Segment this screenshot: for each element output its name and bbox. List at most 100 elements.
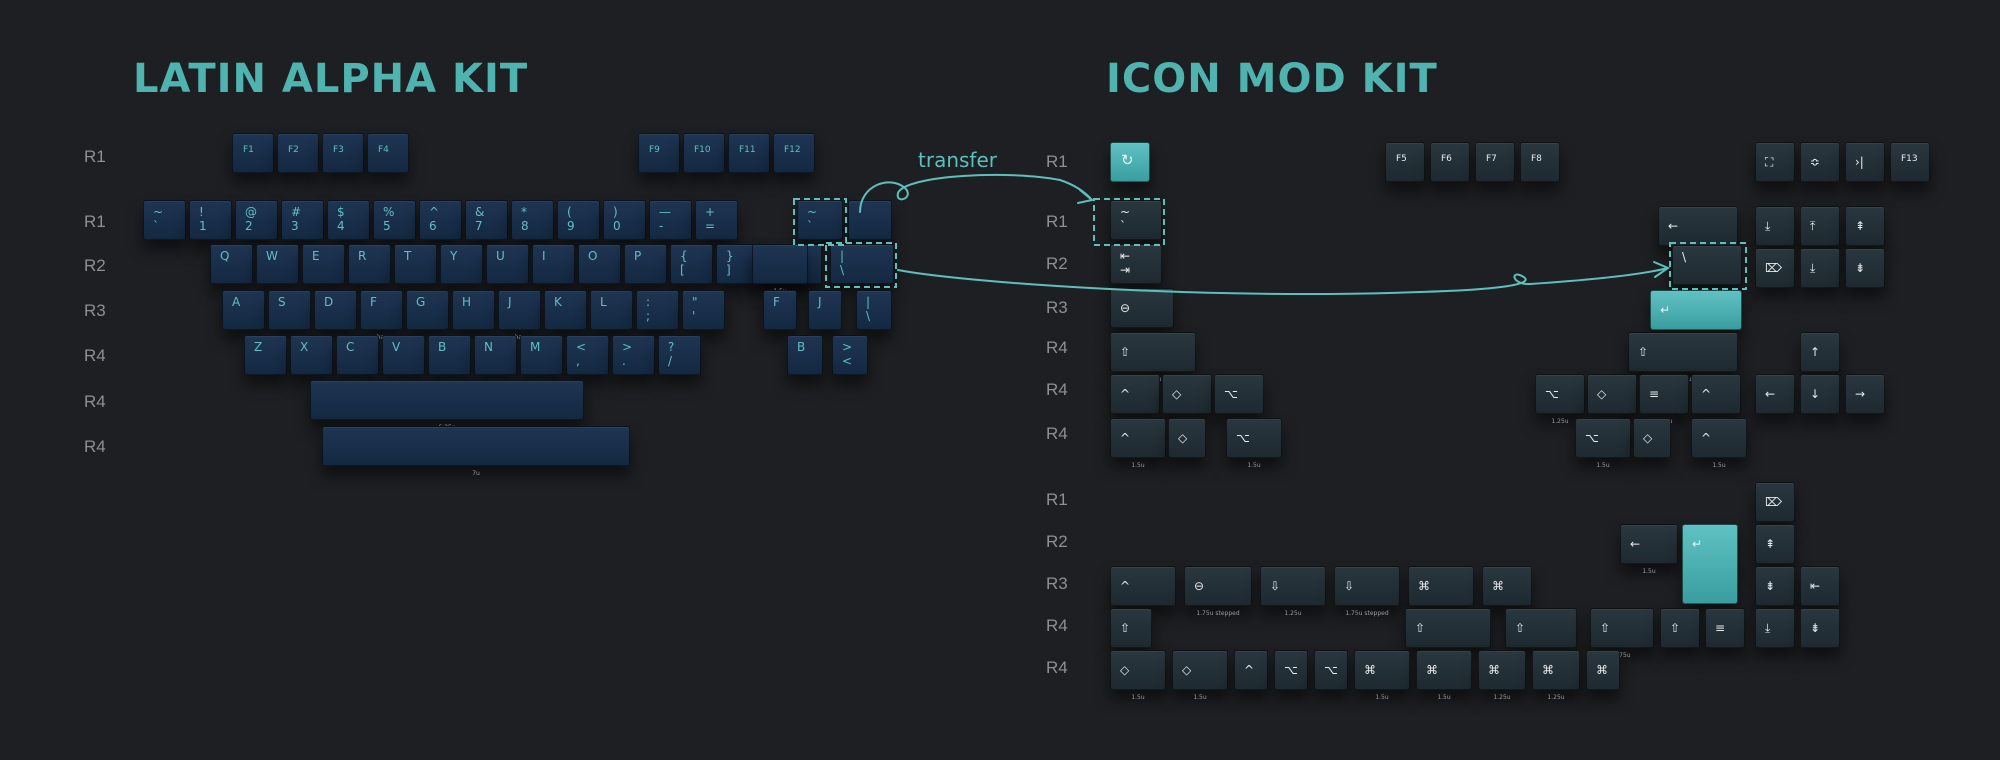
number-row-key: * 8 bbox=[511, 200, 554, 240]
icon-key: ⌘ 1.5u bbox=[1354, 650, 1410, 701]
keycap-legend: F6 bbox=[1441, 154, 1452, 164]
keycap-size-label: 1.5u bbox=[1193, 694, 1207, 701]
keycap-legend: ^ bbox=[1120, 579, 1131, 593]
keycap-legend: ^ bbox=[1120, 431, 1131, 445]
keycap-legend: F9 bbox=[649, 145, 660, 155]
keycap-legend: O bbox=[588, 249, 598, 263]
number-row-key: $ 4 bbox=[327, 200, 370, 240]
alpha-key: X bbox=[290, 335, 333, 375]
keycap-size-label: 1.5u bbox=[1437, 694, 1451, 701]
alpha-key: B bbox=[787, 335, 823, 375]
fn-key: F4 bbox=[367, 133, 409, 173]
keycap-legend: ⤒ bbox=[1810, 219, 1816, 233]
fn-key: F9 bbox=[638, 133, 680, 173]
keycap-legend: I bbox=[542, 249, 546, 263]
keycap-size-label: 1.5u bbox=[1642, 568, 1656, 575]
keycap-legend: B bbox=[797, 340, 806, 354]
icon-key: ⌘ bbox=[1586, 650, 1620, 690]
keycap-legend: ^ bbox=[1701, 387, 1712, 401]
row-label: R4 bbox=[1046, 380, 1068, 399]
keycap-legend: F3 bbox=[333, 145, 344, 155]
alpha-key: I bbox=[532, 244, 575, 284]
nav-key: ⇟ bbox=[1800, 608, 1840, 648]
keycap-legend: ◇ bbox=[1597, 387, 1607, 401]
alpha-key: B bbox=[428, 335, 471, 375]
keycap-legend: { [ bbox=[680, 249, 688, 277]
keycap-legend: ← bbox=[1668, 219, 1679, 233]
number-row-key: + = bbox=[695, 200, 738, 240]
number-row-key: & 7 bbox=[465, 200, 508, 240]
alpha-key: G bbox=[406, 290, 449, 330]
keycap-legend: ↑ bbox=[1810, 345, 1821, 359]
row-label: R4 bbox=[1046, 616, 1068, 635]
number-row-key: ^ 6 bbox=[419, 200, 462, 240]
keycap-legend: ^ bbox=[1244, 663, 1255, 677]
alpha-key: > < bbox=[832, 335, 868, 375]
modifier-key: ⌥1.25u bbox=[1214, 374, 1264, 425]
icon-tilde-key: ~ ` bbox=[1110, 200, 1162, 240]
keycap bbox=[848, 200, 892, 240]
keycap-legend: \ bbox=[1682, 250, 1687, 264]
keycap-legend: ? / bbox=[668, 340, 675, 368]
keycap-legend: ~ ` bbox=[153, 205, 164, 233]
row-label: R4 bbox=[84, 437, 106, 456]
alpha-key: Fbar bbox=[360, 290, 403, 341]
keycap-legend: F13 bbox=[1901, 154, 1918, 164]
row-label: R1 bbox=[84, 212, 106, 231]
keycap-legend: % 5 bbox=[383, 205, 395, 233]
icon-key: ⇩1.25u bbox=[1260, 566, 1326, 617]
alpha-key: Z bbox=[244, 335, 287, 375]
alpha-key: E bbox=[302, 244, 345, 284]
keycap-size-label: 1.5u bbox=[1596, 462, 1610, 469]
alpha-key: : ; bbox=[636, 290, 679, 330]
number-row-key: ! 1 bbox=[189, 200, 232, 240]
number-row-key: ( 9 bbox=[557, 200, 600, 240]
keycap-legend: ⤓ bbox=[1765, 219, 1771, 233]
icon-key: ⌘ bbox=[1482, 566, 1532, 606]
keycap-legend: ^ bbox=[1701, 431, 1712, 445]
icon-mod-kit-title: ICON MOD KIT bbox=[1106, 56, 1438, 102]
transfer-arrow-bottom bbox=[897, 267, 1669, 295]
spacebar: 6.25u bbox=[310, 380, 584, 431]
keycap-legend: F5 bbox=[1396, 154, 1407, 164]
keycap-legend: D bbox=[324, 295, 334, 309]
alpha-key: O bbox=[578, 244, 621, 284]
keycap-legend: } ] bbox=[726, 249, 734, 277]
icon-key: ≡ bbox=[1705, 608, 1745, 648]
keycap-legend: F1 bbox=[243, 145, 254, 155]
row-label: R4 bbox=[84, 346, 106, 365]
modifier-key: ^1.5u bbox=[1691, 418, 1747, 469]
row-label: R3 bbox=[1046, 298, 1068, 317]
keycap-size-label: 1.5u bbox=[1131, 694, 1145, 701]
latin-pipe-key: | \ bbox=[856, 290, 892, 330]
keycap-legend: F11 bbox=[739, 145, 756, 155]
dashed-box-latin-tilde bbox=[793, 198, 847, 246]
keycap-legend: ⇧ bbox=[1120, 345, 1131, 359]
fn-key: F10 bbox=[683, 133, 725, 173]
alpha-key: N bbox=[474, 335, 517, 375]
row-label: R3 bbox=[84, 301, 106, 320]
keycap-legend: ← bbox=[1630, 537, 1641, 551]
keycap-legend: ⌥ bbox=[1224, 387, 1238, 401]
nav-key: ⛶ bbox=[1755, 142, 1795, 182]
icon-key: ⇩1.75u stepped bbox=[1334, 566, 1400, 617]
icon-key: ⇧2u bbox=[1505, 608, 1577, 659]
alpha-key: S bbox=[268, 290, 311, 330]
number-row-key: ) 0 bbox=[603, 200, 646, 240]
icon-key: ⇧1.75u bbox=[1590, 608, 1654, 659]
keycap-legend: ⇞ bbox=[1855, 219, 1866, 233]
row-label: R1 bbox=[1046, 212, 1068, 231]
fn-key: F11 bbox=[728, 133, 770, 173]
keycap-legend: ⇩ bbox=[1270, 579, 1281, 593]
keycap-legend: ⇞ bbox=[1765, 537, 1776, 551]
row-label: R1 bbox=[1046, 490, 1068, 509]
number-row-key: # 3 bbox=[281, 200, 324, 240]
modifier-key: ◇ bbox=[1168, 418, 1206, 458]
alpha-key: } ] bbox=[716, 244, 759, 284]
keycap-legend: ⌘ bbox=[1364, 663, 1376, 677]
keycap-legend: ⌘ bbox=[1488, 663, 1500, 677]
keycap-size-label: 1.5u bbox=[1375, 694, 1389, 701]
tab-key: ⇤ ⇥1.5u bbox=[1110, 244, 1162, 295]
fn-key: F8 bbox=[1520, 142, 1560, 182]
keycap-legend: ⇧ bbox=[1120, 621, 1131, 635]
